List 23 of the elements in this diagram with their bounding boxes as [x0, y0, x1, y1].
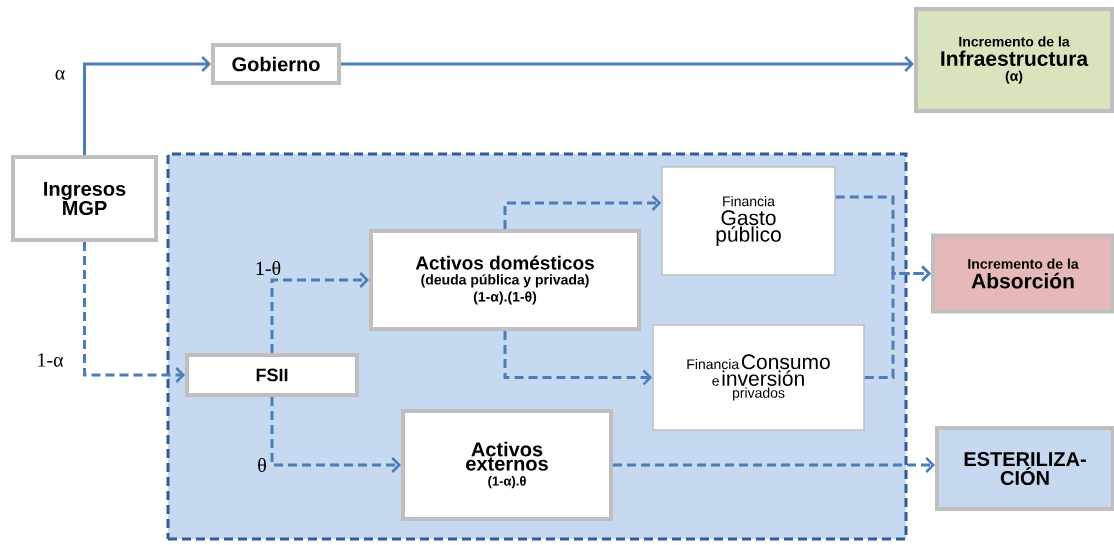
arrow: [503, 331, 653, 386]
process-box: Activos domésticos (deuda pública y privada) (1-α).(1-θ): [369, 229, 641, 331]
arrow: [864, 265, 931, 379]
result-box: Incremento de la Infraestructura (α): [914, 7, 1114, 113]
arrow: [83, 242, 185, 383]
arrow: [270, 272, 369, 353]
result-box: ESTERILIZA- CIÓN: [935, 426, 1114, 511]
result-box: Incremento de la Absorción: [931, 233, 1114, 314]
edge-label: 1-θ: [256, 260, 281, 276]
edge-label: 1-α: [38, 353, 64, 367]
arrow: [270, 397, 401, 473]
process-box: Activos externos (1-α).θ: [401, 409, 613, 521]
arrow: [503, 195, 662, 229]
process-box: Financia Gasto público: [661, 166, 836, 276]
edge-label: α: [55, 70, 65, 80]
arrow: [341, 56, 914, 72]
process-box: Gobierno: [211, 43, 341, 85]
arrow: [83, 56, 211, 155]
edge-label: θ: [258, 457, 266, 473]
process-box: Ingresos MGP: [11, 155, 158, 242]
process-box: FSII: [185, 353, 359, 397]
arrow: [613, 457, 935, 473]
process-box: Financia Consumo e inversión privados: [652, 324, 865, 431]
